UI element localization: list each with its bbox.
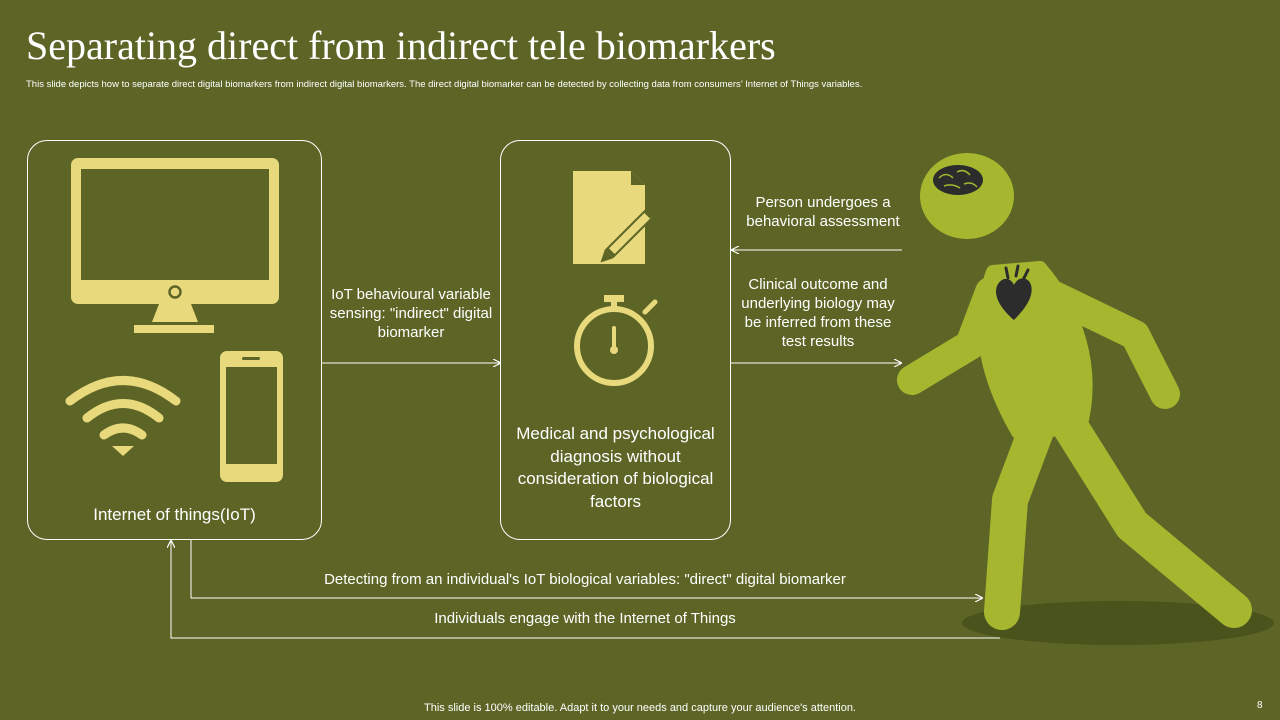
page-subtitle: This slide depicts how to separate direc… bbox=[26, 79, 863, 90]
assessment-label: Person undergoes a behavioral assessment bbox=[746, 194, 900, 230]
document-pencil-icon bbox=[573, 171, 656, 264]
iot-icons bbox=[65, 158, 283, 482]
engage-label: Individuals engage with the Internet of … bbox=[434, 610, 736, 627]
page-title: Separating direct from indirect tele bio… bbox=[26, 23, 776, 68]
heart-icon bbox=[995, 264, 1032, 320]
diagnosis-label: Medical and psychological diagnosis with… bbox=[516, 424, 715, 511]
direct-label: Detecting from an individual's IoT biolo… bbox=[324, 571, 846, 588]
engage-arrow bbox=[171, 541, 1000, 639]
iot-box: Internet of things(IoT) bbox=[27, 140, 322, 540]
diagnosis-box: Medical and psychological diagnosis with… bbox=[500, 140, 731, 540]
page-number: 8 bbox=[1257, 700, 1263, 711]
indirect-label: IoT behavioural variable sensing: "indir… bbox=[329, 286, 493, 341]
diagnosis-icons bbox=[573, 171, 658, 386]
iot-label: Internet of things(IoT) bbox=[93, 505, 256, 524]
walking-person-icon bbox=[897, 261, 1252, 630]
outcome-label: Clinical outcome and underlying biology … bbox=[741, 276, 895, 350]
direct-arrow bbox=[190, 540, 982, 598]
head bbox=[920, 153, 1014, 239]
brain-icon bbox=[933, 165, 983, 195]
monitor-icon bbox=[71, 158, 279, 333]
figure-shadow bbox=[962, 601, 1274, 645]
stopwatch-icon bbox=[574, 295, 658, 386]
wifi-icon bbox=[65, 376, 181, 456]
smartphone-icon bbox=[220, 351, 283, 482]
footer-note: This slide is 100% editable. Adapt it to… bbox=[424, 702, 856, 714]
